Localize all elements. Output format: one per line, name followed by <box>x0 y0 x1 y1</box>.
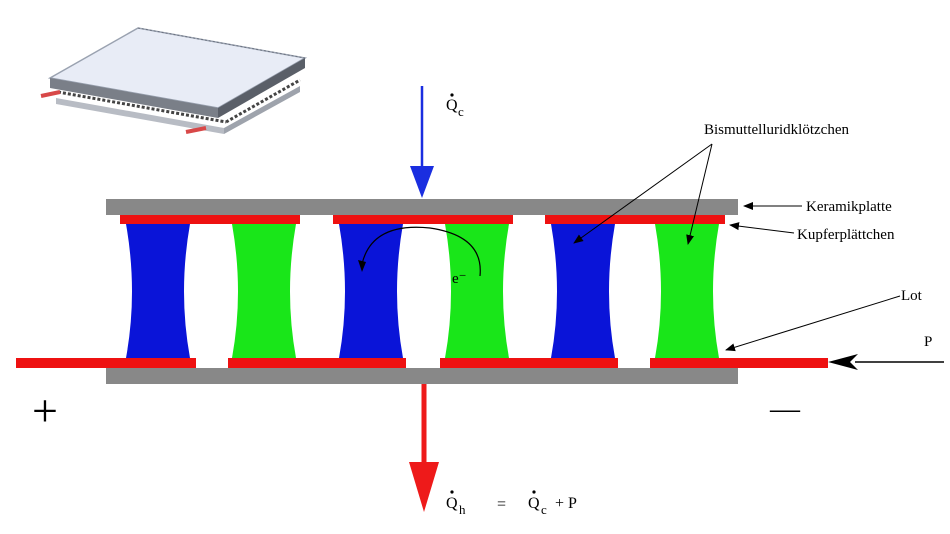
n-block <box>551 224 615 358</box>
svg-text:=: = <box>497 496 506 513</box>
bottom-copper-strips <box>16 358 828 368</box>
qc-top-label: Q c <box>446 93 464 119</box>
n-block <box>339 224 403 358</box>
pointer-lines <box>573 143 901 352</box>
svg-text:h: h <box>459 502 466 517</box>
power-label: P <box>924 334 932 350</box>
copper-plate-label: Kupferplättchen <box>797 227 895 243</box>
solder-label: Lot <box>901 288 923 304</box>
top-copper-strips <box>120 215 725 224</box>
heat-in-arrow <box>410 86 434 198</box>
peltier-module-illustration <box>40 27 308 134</box>
top-ceramic-plate <box>106 199 738 215</box>
bismuth-telluride-label: Bismuttelluridklötzchen <box>704 122 849 138</box>
plus-terminal-label: + <box>32 385 58 436</box>
svg-text:Q: Q <box>446 97 458 114</box>
n-block <box>126 224 190 358</box>
electron-path-arrow <box>358 226 481 277</box>
p-block <box>445 224 509 358</box>
semiconductor-blocks <box>126 224 719 358</box>
heat-balance-formula: Q h = Q c + P <box>446 490 577 517</box>
heat-out-arrow <box>409 384 439 512</box>
svg-text:c: c <box>541 502 547 517</box>
minus-terminal-label: — <box>769 392 801 425</box>
ceramic-plate-label: Keramikplatte <box>806 199 892 215</box>
svg-text:Q: Q <box>446 495 458 512</box>
bottom-ceramic-plate <box>106 368 738 384</box>
power-input-arrow <box>828 354 944 370</box>
electron-label: e⁻ <box>452 271 467 287</box>
p-block <box>232 224 296 358</box>
svg-text:+ P: + P <box>555 495 577 512</box>
p-block <box>655 224 719 358</box>
svg-text:Q: Q <box>528 495 540 512</box>
svg-text:c: c <box>458 104 464 119</box>
